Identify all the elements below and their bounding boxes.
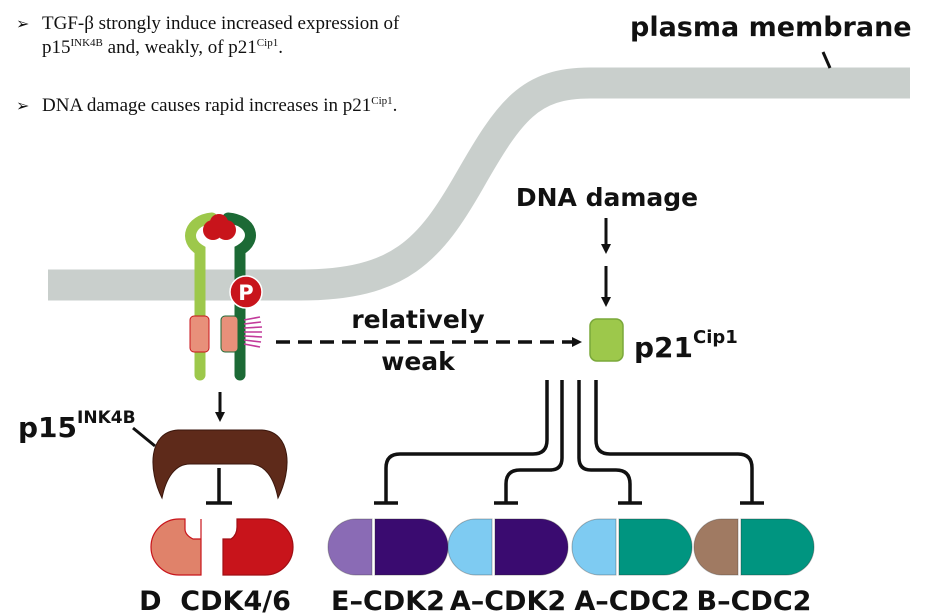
cyclin-subunit [327, 518, 373, 576]
membrane-pointer-line [821, 51, 832, 69]
phosphate-label: P [238, 281, 253, 305]
cyclin-subunit [447, 518, 493, 576]
plasma-membrane-label: plasma membrane [630, 12, 912, 43]
relatively-label: relatively [351, 305, 484, 334]
ink4b-sup: INK4B [70, 37, 103, 49]
bullet-text-line2: p15INK4B and, weakly, of p21Cip1. [16, 36, 399, 59]
complex-b-cdc2: B–CDC2 [693, 518, 815, 615]
cdk-subunit [740, 518, 815, 576]
complex-label: E–CDK2 [331, 586, 445, 615]
cdk-subunit [618, 518, 693, 576]
p15-base: p15 [18, 411, 77, 444]
p15-pointer-line [132, 426, 156, 448]
kinase-signal-icon [243, 316, 263, 348]
p21-label: p21Cip1 [634, 327, 738, 364]
p15-text: p15 [42, 37, 71, 58]
complex-d-cdk4-6: D CDK4/6 [139, 518, 294, 615]
bullet-period: . [278, 37, 283, 58]
weak-label: weak [381, 347, 456, 376]
cdk-subunit [494, 518, 569, 576]
kinase-domain-dark [220, 315, 239, 353]
tgf-beta-receptor: P [185, 212, 263, 381]
p15-sup: INK4B [77, 408, 136, 428]
inhibit-a-cdc2 [577, 380, 632, 502]
complex-label: A–CDK2 [450, 586, 566, 615]
arrow-bullet-icon: ➢ [16, 98, 30, 115]
cyclin-subunit [693, 518, 739, 576]
plasma-membrane [48, 67, 910, 301]
bullet-mid-text: and, weakly, of p21 [102, 37, 257, 58]
bullet-period: . [392, 95, 398, 116]
p15-label: p15INK4B [18, 408, 136, 444]
complex-label: A–CDC2 [574, 586, 689, 615]
cip1-sup: Cip1 [371, 95, 393, 107]
bullet-dna-damage: ➢ DNA damage causes rapid increases in p2… [16, 94, 397, 118]
arrow-bullet-icon: ➢ [16, 16, 30, 33]
p21-protein [589, 318, 624, 362]
p21-base: p21 [634, 331, 693, 364]
cip1-sup: Cip1 [256, 37, 279, 49]
bullet-text: DNA damage causes rapid increases in p21 [42, 95, 372, 116]
inhibit-b-cdc2 [594, 380, 754, 502]
inhibit-a-cdk2 [504, 380, 564, 502]
phosphate-icon [229, 275, 263, 309]
dna-damage-label: DNA damage [516, 183, 698, 212]
bullet-tgf-beta: ➢ TGF-β strongly induce increased express… [16, 12, 399, 59]
cyclin-subunit [571, 518, 617, 576]
cdk-subunit [374, 518, 449, 576]
inhibit-e-cdk2 [384, 380, 549, 502]
p21-sup: Cip1 [693, 327, 738, 348]
cdk4-6-subunit [222, 518, 294, 576]
p21-inhibition-lines [374, 380, 764, 505]
complex-a-cdk2: A–CDK2 [447, 518, 569, 615]
bullet-text-line1: TGF-β strongly induce increased expressi… [42, 13, 400, 34]
complex-label: B–CDC2 [697, 586, 812, 615]
complex-a-cdc2: A–CDC2 [571, 518, 693, 615]
complex-e-cdk2: E–CDK2 [327, 518, 449, 615]
kinase-domain-light [189, 315, 210, 353]
p15-protein [152, 429, 288, 500]
complex-label: D CDK4/6 [139, 586, 291, 615]
cyclin-d-subunit [150, 518, 202, 576]
